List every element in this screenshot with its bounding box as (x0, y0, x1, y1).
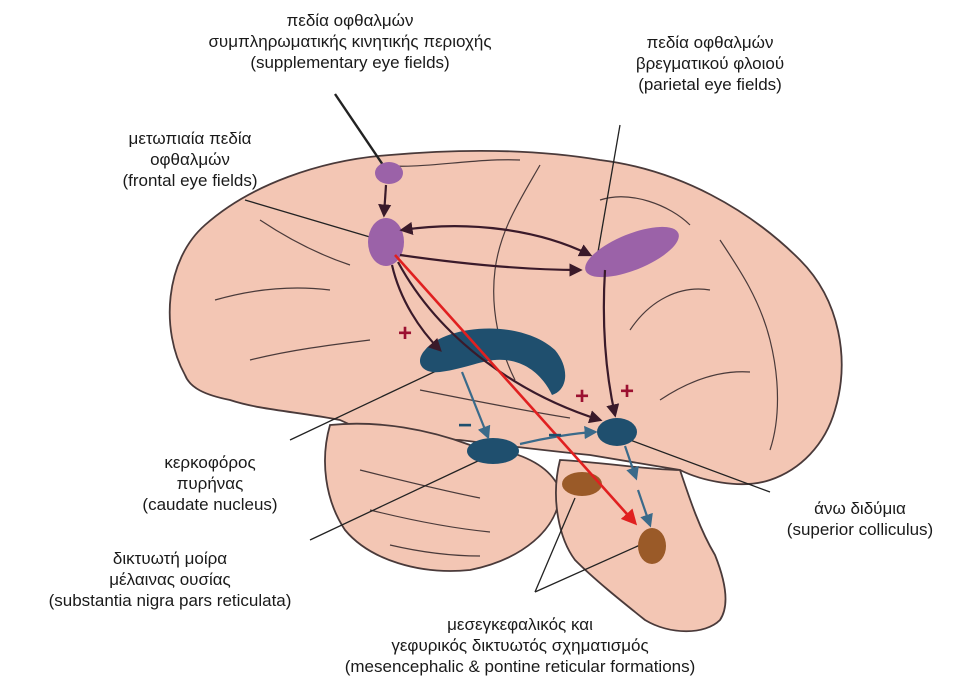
label-frontal-eye-fields: μετωπιαία πεδία οφθαλμών (frontal eye fi… (90, 128, 290, 191)
label-line: δικτυωτή μοίρα (0, 548, 340, 569)
pontine-reticular-formation (638, 528, 666, 564)
superior-colliculus (597, 418, 637, 446)
label-superior-colliculus: άνω διδύμια (superior colliculus) (760, 498, 960, 540)
label-line: μέλαινας ουσίας (0, 569, 340, 590)
label-supplementary-eye-fields: πεδία οφθαλμών συμπληρωματικής κινητικής… (160, 10, 540, 73)
label-line: κερκοφόρος (110, 452, 310, 473)
label-line: βρεγματικού φλοιού (580, 53, 840, 74)
excitatory-sign-caudate: + (398, 322, 412, 346)
label-parietal-eye-fields: πεδία οφθαλμών βρεγματικού φλοιού (parie… (580, 32, 840, 95)
label-line: (supplementary eye fields) (160, 52, 540, 73)
mesencephalic-reticular-formation (562, 472, 602, 496)
label-line: μεσεγκεφαλικός και (310, 614, 730, 635)
label-line: (parietal eye fields) (580, 74, 840, 95)
label-line: (mesencephalic & pontine reticular forma… (310, 656, 730, 677)
substantia-nigra (467, 438, 519, 464)
label-line: (frontal eye fields) (90, 170, 290, 191)
label-line: μετωπιαία πεδία (90, 128, 290, 149)
label-reticular-formations: μεσεγκεφαλικός και γεφυρικός δικτυωτός σ… (310, 614, 730, 677)
label-line: πεδία οφθαλμών (580, 32, 840, 53)
supplementary-eye-field (375, 162, 403, 184)
label-line: πεδία οφθαλμών (160, 10, 540, 31)
label-substantia-nigra: δικτυωτή μοίρα μέλαινας ουσίας (substant… (0, 548, 340, 611)
label-line: (substantia nigra pars reticulata) (0, 590, 340, 611)
label-line: γεφυρικός δικτυωτός σχηματισμός (310, 635, 730, 656)
inhibitory-sign-nigra: − (458, 414, 472, 438)
excitatory-sign-colliculus-right: + (620, 380, 634, 404)
cerebrum-outline (170, 151, 842, 484)
label-line: άνω διδύμια (760, 498, 960, 519)
label-line: πυρήνας (110, 473, 310, 494)
label-line: (caudate nucleus) (110, 494, 310, 515)
label-caudate-nucleus: κερκοφόρος πυρήνας (caudate nucleus) (110, 452, 310, 515)
label-line: συμπληρωματικής κινητικής περιοχής (160, 31, 540, 52)
label-line: (superior colliculus) (760, 519, 960, 540)
excitatory-sign-colliculus-left: + (575, 385, 589, 409)
inhibitory-sign-colliculus: − (548, 424, 562, 448)
label-line: οφθαλμών (90, 149, 290, 170)
